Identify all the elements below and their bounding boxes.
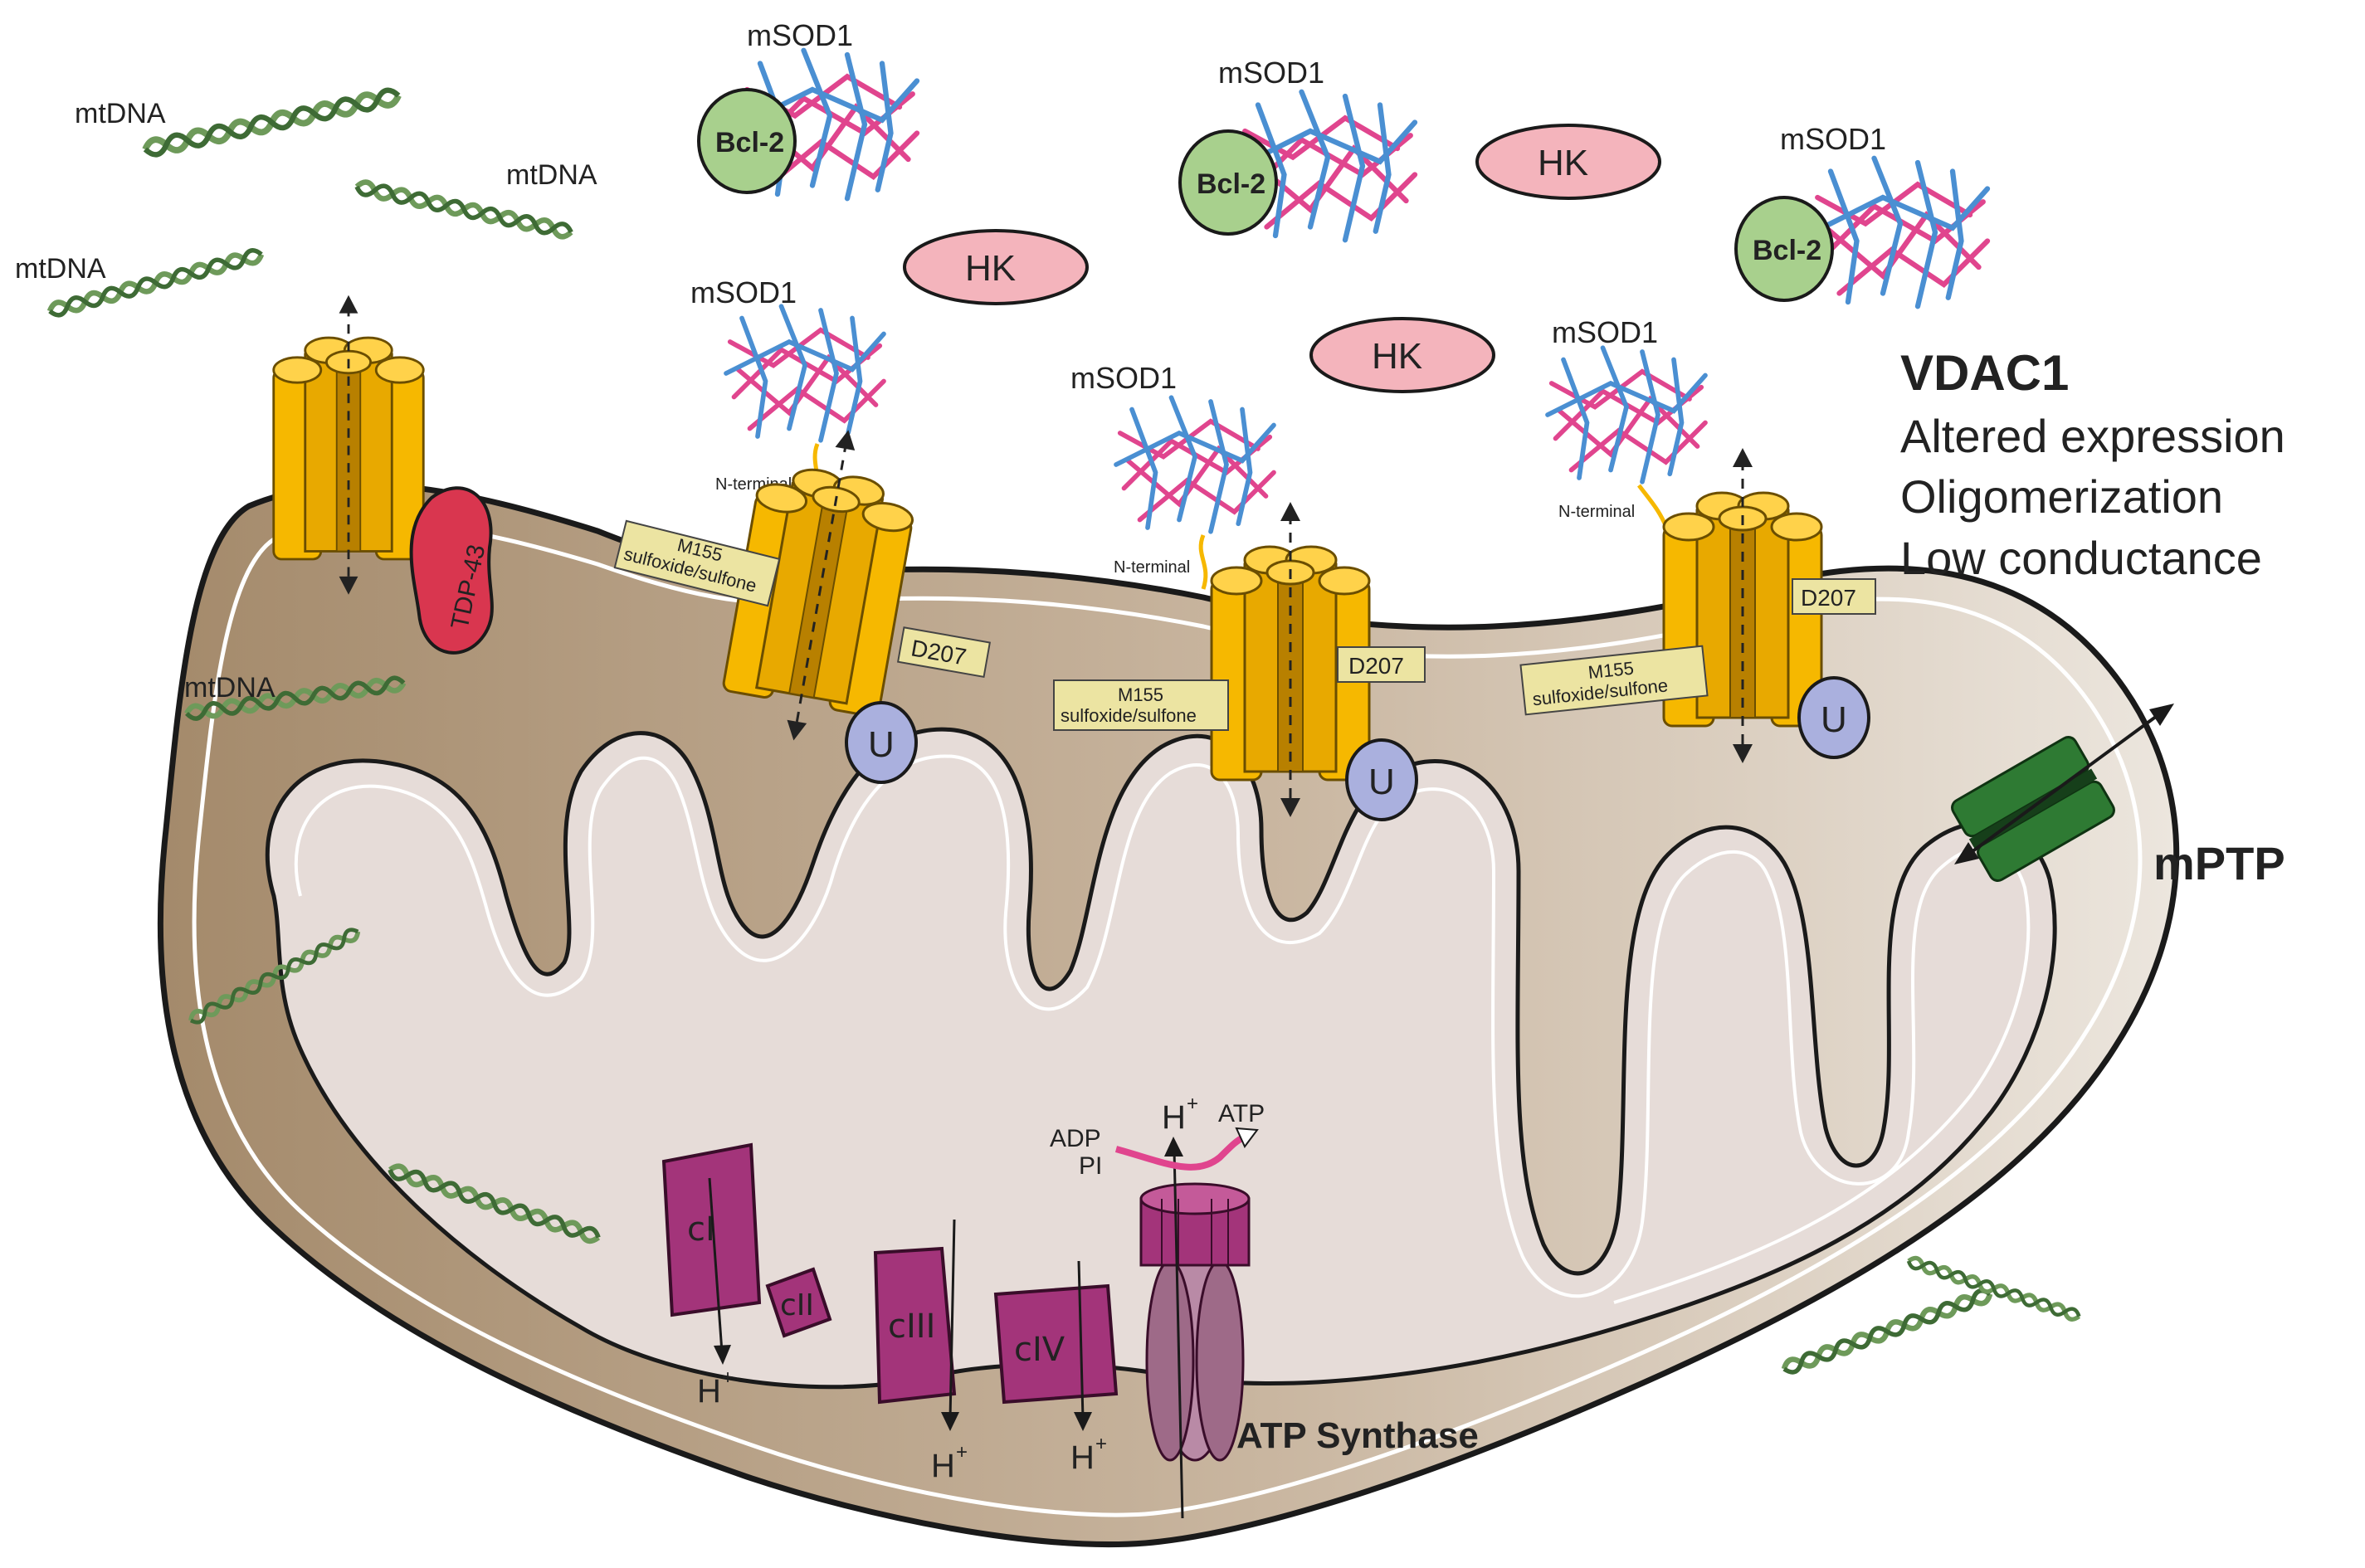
mtdna-helix [144, 88, 400, 157]
complex-iv-arrowhead [1074, 1412, 1092, 1431]
msod1-aggregate [1813, 158, 1987, 307]
atp-synthase-label: ATP Synthase [1236, 1415, 1479, 1456]
bcl2-protein [697, 88, 797, 194]
complex-i [661, 1142, 762, 1317]
hk-label: HK [1538, 143, 1588, 183]
vdac1-channel [272, 294, 425, 597]
mptp-arrow [1961, 708, 2168, 860]
d207-site-box [1337, 646, 1426, 683]
bcl2-protein [1178, 129, 1278, 236]
msod1-aggregate [1116, 397, 1274, 532]
hk-protein [1475, 124, 1661, 200]
pi-label: PI [1079, 1152, 1102, 1180]
mptp-label: mPTP [2153, 837, 2285, 889]
ubiquitin-label: U [1368, 762, 1395, 802]
mtdna-label: mtDNA [75, 98, 166, 129]
ubiquitin-u [845, 701, 918, 784]
complex-iii [873, 1246, 957, 1405]
m155-sub-label: sulfoxide/sulfone [1061, 705, 1197, 726]
m155-label: M155 [1587, 658, 1635, 684]
atp-proton-arrow [1173, 1148, 1184, 1519]
complex-iii-proton-arrow [948, 1219, 956, 1419]
hk-protein [903, 229, 1089, 305]
msod1-label: mSOD1 [747, 18, 853, 52]
complex-i-arrowhead [714, 1345, 731, 1365]
msod1-aggregate [1548, 348, 1705, 482]
hk-label: HK [1372, 336, 1422, 377]
h-label: H [697, 1373, 721, 1410]
d207-label: D207 [1348, 653, 1404, 679]
m155-site-box [1053, 679, 1229, 731]
vdac1-altered-expression: Altered expression [1900, 410, 2285, 462]
mptp-arrowhead [2149, 704, 2174, 726]
msod1-label: mSOD1 [1070, 361, 1177, 395]
m155-site-box [613, 519, 781, 607]
bcl2-label: Bcl-2 [715, 127, 784, 158]
complex-iv-proton-arrow [1077, 1260, 1085, 1419]
complex-i-proton-arrow [708, 1177, 724, 1353]
ubiquitin-u [1345, 738, 1418, 821]
msod1-label: mSOD1 [690, 275, 797, 309]
complex-iv [993, 1283, 1119, 1405]
h-plus: + [956, 1441, 968, 1463]
complex-ii [765, 1267, 832, 1338]
vdac1-title: VDAC1 [1900, 345, 2069, 401]
m155-site-box [1519, 645, 1709, 716]
h-plus: + [1187, 1093, 1198, 1115]
h-label: H [1162, 1099, 1186, 1136]
tdp43-protein [409, 486, 494, 655]
intermembrane-line [192, 520, 2143, 1517]
complex-ii-label: cII [780, 1288, 814, 1322]
bcl2-label: Bcl-2 [1197, 168, 1265, 200]
bcl2-label: Bcl-2 [1753, 235, 1821, 266]
adp-label: ADP [1050, 1125, 1101, 1152]
msod1-label: mSOD1 [1780, 122, 1886, 156]
mtdna-label: mtDNA [184, 672, 276, 704]
vdac1-low-conductance: Low conductance [1900, 532, 2262, 584]
complex-iv-label: cIV [1014, 1331, 1065, 1369]
bcl2-protein [1734, 196, 1834, 302]
d207-label: D207 [1801, 585, 1856, 611]
msod1-label: mSOD1 [1218, 56, 1324, 90]
d207-site-box [1792, 578, 1876, 615]
complex-iii-label: cIII [888, 1307, 935, 1346]
ubiquitin-label: U [868, 724, 895, 765]
atp-label: ATP [1218, 1100, 1265, 1127]
hk-label: HK [965, 248, 1016, 289]
adp-to-atp-arrow [1114, 1133, 1246, 1171]
atp-synthase [1139, 1182, 1251, 1462]
complex-iii-arrowhead [941, 1412, 959, 1431]
mtdna-label: mtDNA [506, 159, 597, 191]
vdac1-oligomerization: Oligomerization [1900, 470, 2223, 523]
inner-membrane-highlight [294, 754, 2031, 1304]
complex-i-label: cI [687, 1210, 715, 1249]
msod1-aggregate [726, 306, 884, 441]
mtdna-label: mtDNA [15, 253, 106, 285]
h-label: H [1070, 1439, 1095, 1476]
n-terminal-linker [1198, 534, 1208, 590]
msod1-label: mSOD1 [1552, 315, 1658, 349]
adp-to-atp-arrowhead [1235, 1127, 1259, 1148]
n-terminal-label: N-terminal [1558, 503, 1635, 521]
ubiquitin-label: U [1821, 699, 1847, 740]
mptp-arrowhead [1954, 842, 1979, 864]
n-terminal-label: N-terminal [1114, 558, 1190, 577]
h-plus: + [722, 1366, 734, 1389]
atp-proton-arrowhead [1164, 1137, 1183, 1157]
ubiquitin-u [1797, 676, 1870, 759]
h-label: H [931, 1448, 955, 1484]
hk-protein [1309, 317, 1495, 393]
m155-label: M155 [1118, 684, 1163, 705]
h-plus: + [1095, 1433, 1107, 1455]
d207-site-box [896, 626, 991, 679]
